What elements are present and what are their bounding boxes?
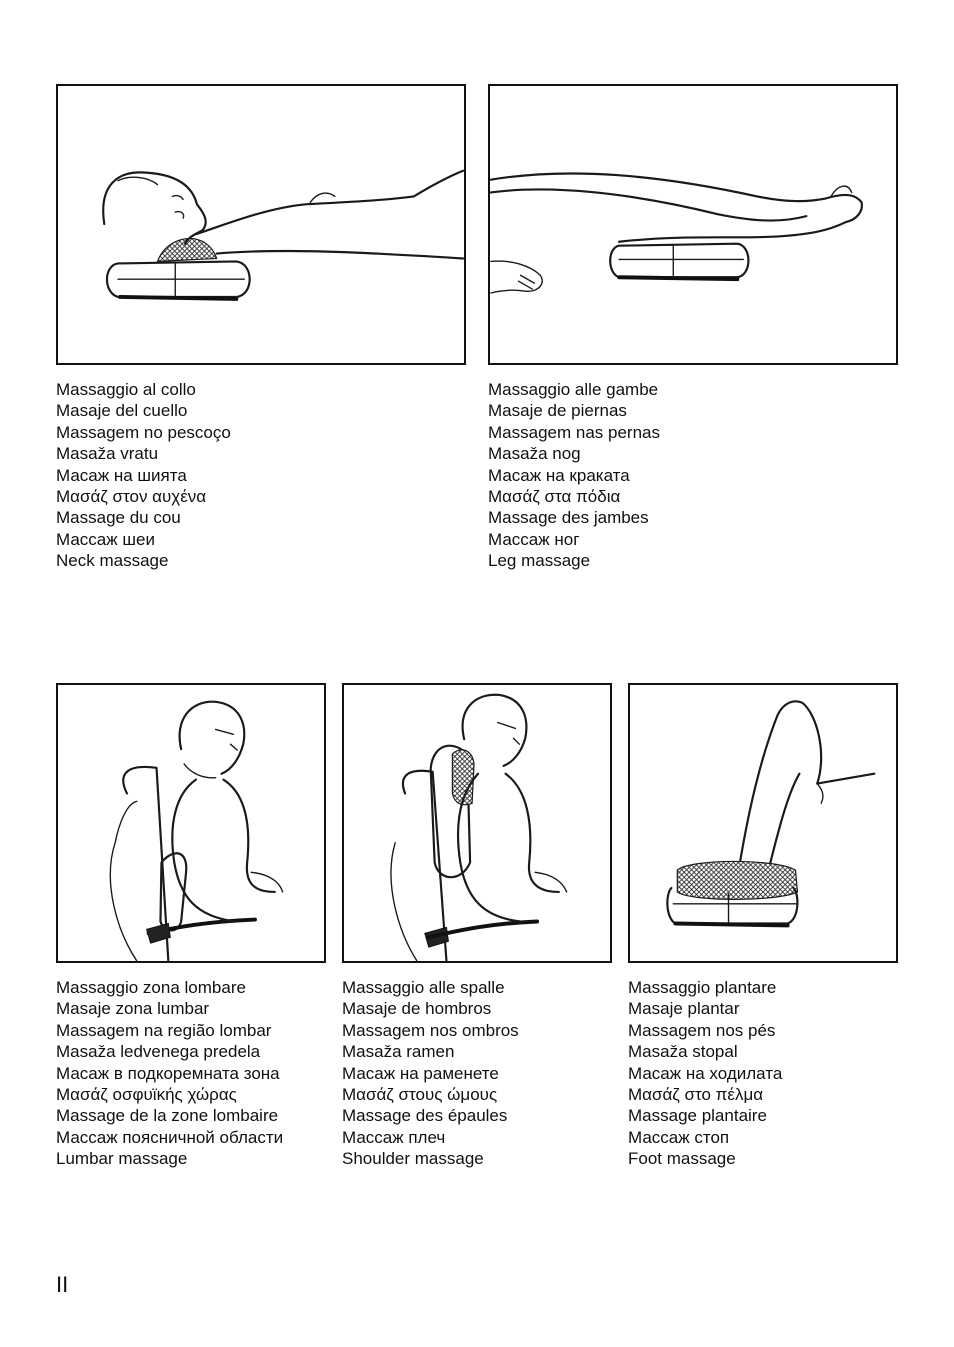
caption-line: Massage de la zone lombaire — [56, 1106, 279, 1126]
caption-line: Leg massage — [488, 551, 591, 571]
caption-line: Masaje de piernas — [488, 401, 627, 421]
caption-line: Masaža nog — [488, 444, 581, 464]
caption-line: Masaje de hombros — [342, 999, 492, 1019]
caption-line: Masaža ramen — [342, 1042, 455, 1062]
caption-line: Massage des épaules — [342, 1106, 508, 1126]
caption-line: Массаж шеи — [56, 529, 155, 549]
caption-line: Масаж на ходилата — [628, 1063, 783, 1083]
shoulder-massage-panel — [342, 683, 612, 963]
caption-line: Massaggio alle gambe — [488, 380, 659, 399]
caption-line: Масаж на раменете — [342, 1063, 499, 1083]
leg-massage-captions: Massaggio alle gambe Masaje de piernas M… — [488, 379, 660, 572]
caption-line: Massage plantaire — [628, 1106, 767, 1126]
foot-massage-panel — [628, 683, 898, 963]
caption-line: Μασάζ στους ώμους — [342, 1085, 498, 1105]
caption-line: Shoulder massage — [342, 1149, 484, 1169]
caption-line: Masaje zona lumbar — [56, 999, 210, 1019]
caption-line: Масаж на шията — [56, 465, 187, 485]
caption-line: Masaža vratu — [56, 444, 159, 464]
caption-line: Masaža ledvenega predela — [56, 1042, 261, 1062]
caption-line: Massagem nos ombros — [342, 1020, 519, 1040]
shoulder-massage-illustration-icon — [390, 693, 568, 961]
neck-massage-captions: Massaggio al collo Masaje del cuello Mas… — [56, 379, 231, 572]
caption-line: Massage des jambes — [488, 508, 649, 528]
leg-massage-illustration-icon — [490, 172, 863, 294]
caption-line: Массаж стоп — [628, 1127, 730, 1147]
caption-line: Foot massage — [628, 1149, 736, 1169]
caption-line: Μασάζ στον αυχένα — [56, 487, 207, 507]
caption-line: Massagem nas pernas — [488, 422, 660, 442]
neck-massage-panel — [56, 84, 466, 365]
caption-line: Lumbar massage — [56, 1149, 188, 1169]
caption-line: Massagem nos pés — [628, 1020, 776, 1040]
foot-massage-captions: Massaggio plantare Masaje plantar Massag… — [628, 977, 782, 1170]
caption-line: Masaje plantar — [628, 999, 740, 1019]
caption-line: Μασάζ στο πέλμα — [628, 1085, 764, 1105]
caption-line: Μασάζ οσφυϊκής χώρας — [56, 1085, 237, 1105]
caption-line: Masaža stopal — [628, 1042, 738, 1062]
caption-line: Masaje del cuello — [56, 401, 188, 421]
caption-line: Массаж поясничной области — [56, 1127, 284, 1147]
caption-line: Massaggio alle spalle — [342, 978, 505, 997]
lumbar-massage-captions: Massaggio zona lombare Masaje zona lumba… — [56, 977, 283, 1170]
caption-line: Масаж в подкоремната зона — [56, 1063, 280, 1083]
caption-line: Μασάζ στα πόδια — [488, 487, 621, 507]
page-number: II — [56, 1272, 69, 1297]
neck-massage-illustration-icon — [102, 169, 464, 301]
lumbar-massage-panel — [56, 683, 326, 963]
foot-massage-illustration-icon — [666, 700, 876, 928]
caption-line: Massage du cou — [56, 508, 181, 528]
caption-line: Neck massage — [56, 551, 169, 571]
caption-line: Massaggio zona lombare — [56, 978, 246, 997]
leg-massage-panel — [488, 84, 898, 365]
caption-line: Massagem no pescoço — [56, 422, 231, 442]
shoulder-massage-captions: Massaggio alle spalle Masaje de hombros … — [342, 977, 519, 1170]
caption-line: Массаж ног — [488, 529, 580, 549]
caption-line: Massaggio plantare — [628, 978, 777, 997]
caption-line: Масаж на краката — [488, 465, 630, 485]
caption-line: Massagem na região lombar — [56, 1020, 272, 1040]
caption-line: Massaggio al collo — [56, 380, 196, 399]
lumbar-massage-illustration-icon — [109, 700, 284, 961]
caption-line: Массаж плеч — [342, 1127, 446, 1147]
